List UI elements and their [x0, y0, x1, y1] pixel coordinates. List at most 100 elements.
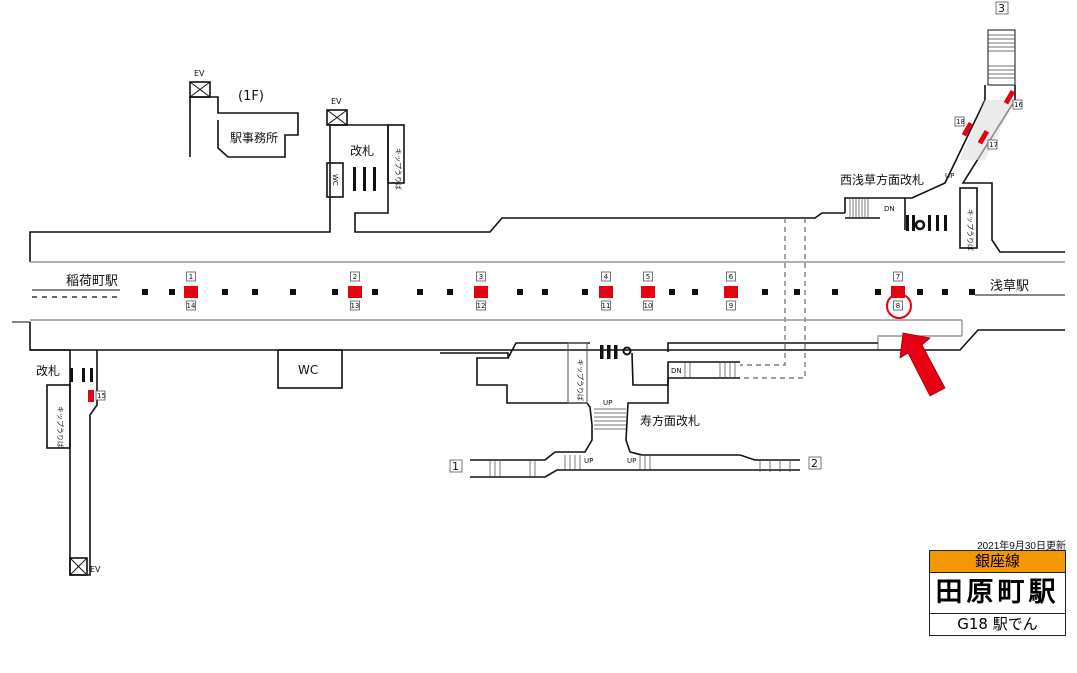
- wc: [277, 349, 343, 389]
- platform-marker: [692, 289, 698, 295]
- platform-marker: [447, 289, 453, 295]
- door-marker: [474, 286, 488, 298]
- door-marker: [599, 286, 613, 298]
- door-number: 11: [602, 302, 611, 310]
- adjacent-station-right: 浅草駅: [990, 279, 1029, 294]
- gate-label: 改札: [36, 364, 60, 378]
- north-gate-area: EV WC キップうりば 改札: [326, 97, 405, 198]
- door-number-box: [643, 300, 653, 311]
- nishi-asakusa-gate-label: 西浅草方面改札: [840, 172, 924, 187]
- platform-marker: [832, 289, 838, 295]
- door-number-box: [476, 271, 486, 282]
- door-number-box: [350, 300, 360, 311]
- door-number: 17: [989, 141, 998, 149]
- left-exit-passage: キップうりば 改札 15 EV: [30, 349, 106, 576]
- ev-label: EV: [331, 97, 342, 106]
- door-number-box: [350, 271, 360, 282]
- dn-label: DN: [884, 205, 895, 213]
- ticket-machines-label: キップうりば: [966, 209, 975, 251]
- station-legend: 2021年9月30日更新 銀座線 田原町駅 G18 駅でん: [929, 537, 1066, 636]
- platform-markers: [142, 289, 975, 295]
- exit-1-label: 1: [452, 460, 459, 473]
- elevator-icon: [326, 109, 348, 126]
- door-marker: [641, 286, 655, 298]
- kotobuki-gate-label: 寿方面改札: [640, 413, 700, 428]
- ev-label: EV: [194, 69, 205, 78]
- door-number-box: [186, 300, 196, 311]
- platform-marker: [794, 289, 800, 295]
- exit-3-stairs: 3 16 17 18 UP: [945, 1, 1023, 180]
- door-number-box: [476, 300, 486, 311]
- ticket-gates-icon: [70, 368, 93, 382]
- door-number: 2: [353, 273, 357, 281]
- platform-marker: [142, 289, 148, 295]
- elevator-icon: [189, 81, 211, 98]
- door-number-box: [726, 271, 736, 282]
- platform-marker: [969, 289, 975, 295]
- nishi-asakusa-gate-area: 西浅草方面改札 DN キップうりば: [840, 172, 978, 251]
- wc-small-label: WC: [331, 174, 339, 186]
- ticket-machines-label: キップうりば: [56, 406, 65, 448]
- door-number: 13: [351, 302, 360, 310]
- platform-marker: [332, 289, 338, 295]
- platform-marker: [875, 289, 881, 295]
- wc-label: WC: [298, 363, 318, 377]
- door-marker: [724, 286, 738, 298]
- platform-marker: [222, 289, 228, 295]
- door-number: 5: [646, 273, 650, 281]
- door-marker: [184, 286, 198, 298]
- door-number: 6: [729, 273, 734, 281]
- door-number: 1: [189, 273, 193, 281]
- floor-label: (1F): [238, 89, 264, 104]
- door-number: 18: [956, 118, 965, 126]
- ticket-machines: [959, 187, 978, 249]
- ticket-machines: [387, 124, 405, 184]
- platform-marker: [417, 289, 423, 295]
- ticket-machines-label: キップうりば: [576, 359, 585, 401]
- door-number-box: [726, 300, 736, 311]
- door-number: 8: [896, 302, 900, 310]
- platform-marker: [290, 289, 296, 295]
- station-code: G18 駅でん: [957, 615, 1038, 633]
- up-label: UP: [603, 399, 612, 407]
- door-number: 3: [479, 273, 483, 281]
- wc-small: [326, 162, 344, 198]
- exit-2-label: 2: [811, 457, 818, 470]
- platform-doors: 1 14 2 13 3 12 4 11 5 10 6 9 7 8: [184, 271, 905, 311]
- door-marker: [88, 390, 94, 402]
- door-number: 9: [729, 302, 733, 310]
- door-number-box: [893, 271, 903, 282]
- door-number: 4: [604, 273, 609, 281]
- door-number-box: [601, 300, 611, 311]
- ticket-gates-icon: [353, 167, 376, 191]
- ticket-gates-icon: [906, 215, 947, 231]
- kotobuki-gate-area: キップうりば UP UP UP DN 寿方面改札 1 2: [440, 342, 878, 478]
- door-number-box: [601, 271, 611, 282]
- ev-label: EV: [90, 565, 101, 574]
- elevator-icon: [69, 557, 88, 576]
- platform-marker: [669, 289, 675, 295]
- door-number: 16: [1014, 101, 1023, 109]
- door-number: 15: [97, 392, 106, 400]
- station-name: 田原町駅: [930, 573, 1065, 614]
- station-office-label: 駅事務所: [230, 131, 278, 145]
- door-number-box: [643, 271, 653, 282]
- platform-marker: [169, 289, 175, 295]
- door-number: 7: [896, 273, 900, 281]
- door-number: 14: [187, 302, 196, 310]
- door-number: 10: [644, 302, 653, 310]
- gate-label: 改札: [350, 144, 374, 158]
- dashed-passage: [740, 218, 786, 366]
- up-label: UP: [627, 457, 636, 465]
- door-marker: [1003, 89, 1016, 105]
- line-name: 銀座線: [930, 551, 1065, 573]
- pointer-arrow-icon: [899, 332, 946, 397]
- dn-label: DN: [671, 367, 682, 375]
- door-number-box: [186, 271, 196, 282]
- door-marker: [961, 121, 974, 137]
- up-label: UP: [945, 172, 954, 180]
- door-number: 12: [477, 302, 486, 310]
- up-label: UP: [584, 457, 593, 465]
